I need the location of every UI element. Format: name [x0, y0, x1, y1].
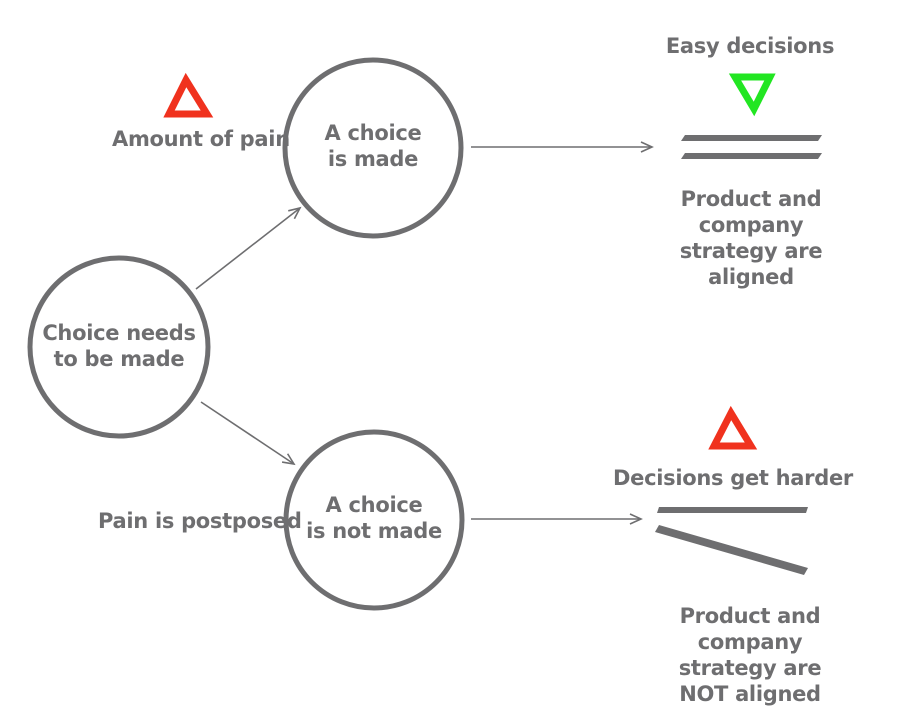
label-pain-postponed: Pain is postposed — [98, 509, 302, 533]
triangle-down-icon — [728, 73, 776, 117]
diagram-svg — [27, 57, 822, 611]
label-decisions-harder: Decisions get harder — [613, 466, 853, 490]
label-not-aligned: Product and company strategy are NOT ali… — [678, 604, 822, 706]
arrow-to-choice-made — [195, 206, 302, 290]
node-choice-needs-label: Choice needs to be made — [42, 321, 196, 371]
diverging-line-straight — [657, 507, 808, 513]
label-amount-of-pain: Amount of pain — [112, 127, 290, 151]
diverging-line-slanted — [655, 525, 808, 575]
node-choice-needs-circle — [27, 255, 211, 439]
node-choice-not-made-label: A choice is not made — [306, 493, 442, 543]
node-choice-not-made-circle — [283, 429, 465, 611]
aligned-line-bottom — [681, 153, 822, 159]
node-choice-made-label: A choice is made — [324, 121, 422, 171]
aligned-line-top — [681, 135, 822, 141]
label-aligned: Product and company strategy are aligned — [679, 187, 823, 289]
triangle-up-icon — [163, 72, 214, 118]
triangle-up-icon — [708, 405, 758, 450]
node-choice-made-circle — [282, 57, 464, 239]
arrow-to-choice-not-made — [200, 401, 296, 466]
diagram-canvas: Amount of pain Pain is postposed Choice … — [27, 34, 853, 706]
label-easy-decisions: Easy decisions — [665, 34, 835, 58]
